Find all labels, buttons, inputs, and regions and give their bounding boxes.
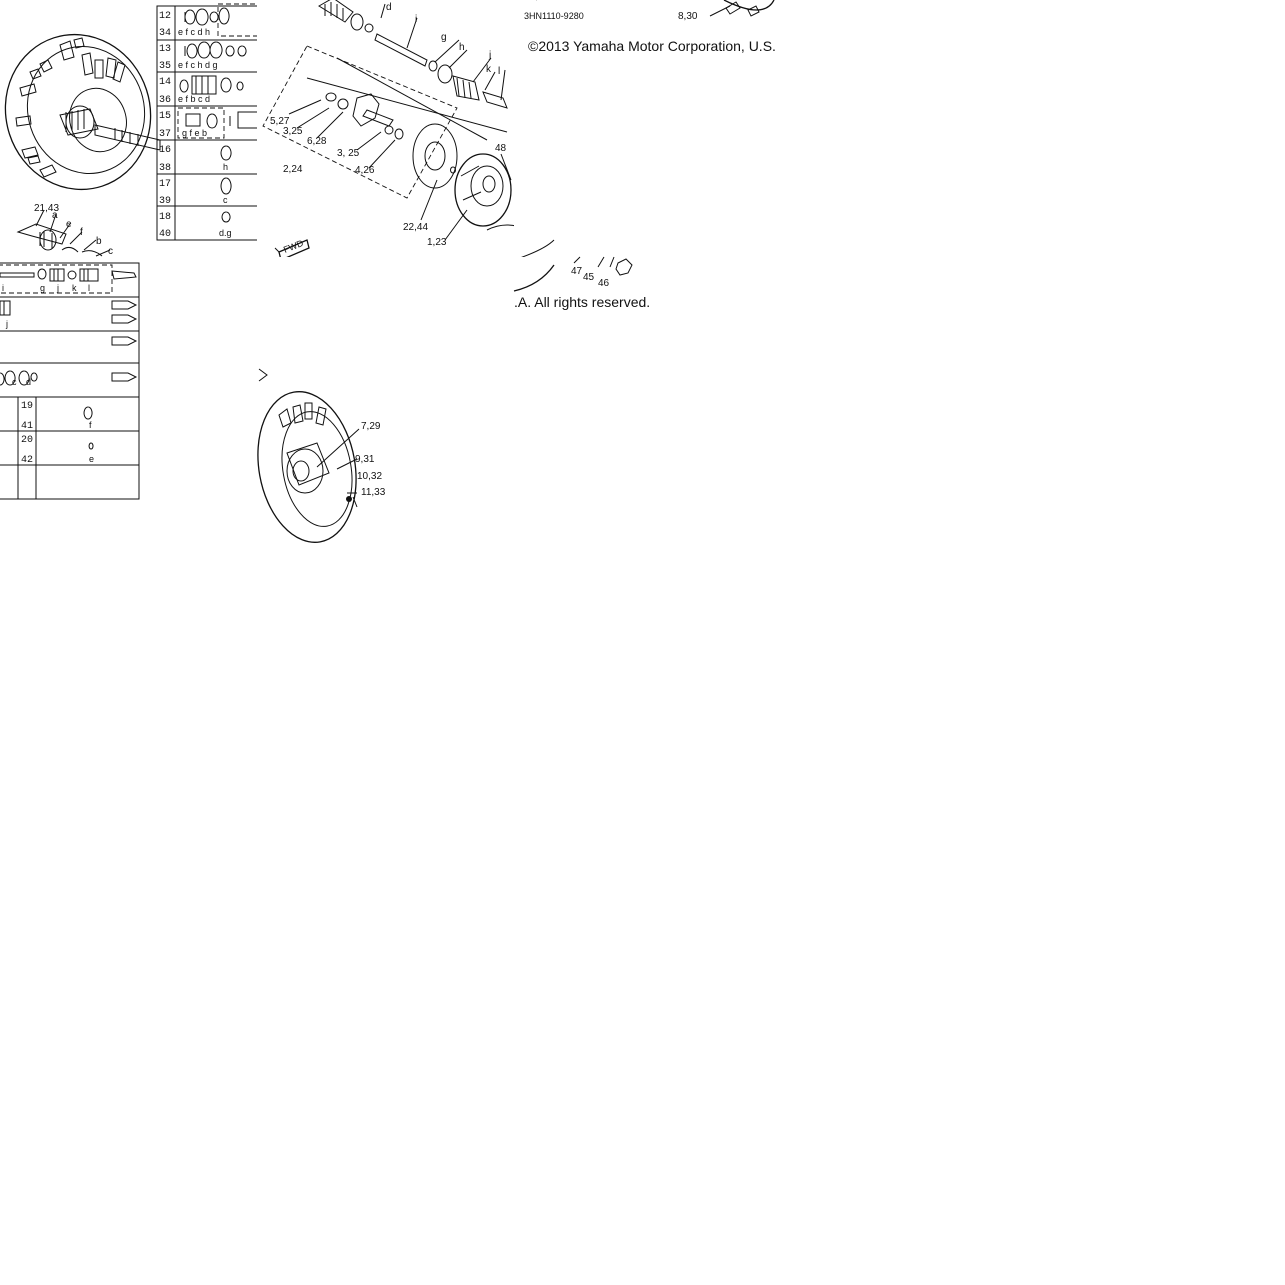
- knuckle-group-outline: [262, 45, 458, 199]
- diagram-tile-shaft-table: i g j k l j c d 19 41 f 20 42 e: [0, 257, 257, 514]
- table-row-num: 20: [21, 435, 33, 446]
- table-row-letters: d.g: [219, 228, 232, 238]
- diagram-tile-wheel-left: 21,43 a e f b c 12 34 e f: [0, 0, 278, 257]
- callout-c: c: [108, 246, 113, 257]
- callout-k: k: [486, 64, 492, 75]
- callout-a: a: [52, 210, 58, 221]
- callout-g: g: [441, 32, 447, 43]
- table-row-alt: 40: [159, 229, 171, 240]
- axle-joint-drawing: [16, 209, 111, 257]
- callout-d: d: [386, 2, 392, 13]
- shaft-letter-c: c: [12, 377, 17, 387]
- table-row-letters: h: [223, 162, 228, 172]
- shaft-letter-l: l: [88, 283, 90, 293]
- nut-drawing: [513, 256, 633, 292]
- table-row-letters: c: [223, 195, 228, 205]
- knuckle-drawing: [288, 92, 404, 169]
- callout-45: 45: [583, 272, 595, 283]
- callout-e: e: [66, 219, 72, 230]
- table-row-letters: g f e b: [182, 128, 207, 138]
- callout-1-23: 1,23: [427, 237, 447, 248]
- fwd-label: FWD: [282, 238, 305, 255]
- table-row-num: 14: [159, 77, 171, 88]
- callout-4-26: 4,26: [355, 165, 375, 176]
- table-row-num: 16: [159, 145, 171, 156]
- diagram-tile-bottom-wheel: 7,29 9,31 10,32 11,33: [257, 257, 514, 543]
- table-row-num: 19: [21, 401, 33, 412]
- callout-3-25b: 3, 25: [337, 148, 360, 159]
- hub-drawing: [420, 153, 528, 241]
- callout-9-31: 9,31: [355, 454, 375, 465]
- diagram-tile-top-right: 3HN1110-9280 8,30 ©2013 Yamaha Motor Cor…: [513, 0, 776, 261]
- callout-46: 46: [598, 278, 610, 289]
- table-row-alt: 39: [159, 196, 171, 207]
- table-row-num: 12: [159, 11, 171, 22]
- callout-47: 47: [571, 266, 583, 277]
- table-row-num: 15: [159, 111, 171, 122]
- copyright-text-head: ©2013 Yamaha Motor Corporation, U.S.: [528, 38, 776, 54]
- callout-i: i: [415, 14, 417, 25]
- table-row-letters: e f b c d: [178, 94, 210, 104]
- rear-wheel-drawing: [257, 391, 360, 543]
- boot-and-shaft-drawing: [318, 0, 508, 109]
- copyright-text-tail: .A. All rights reserved.: [514, 294, 651, 310]
- callout-21-43: 21,43: [34, 203, 59, 214]
- shaft-letter-k: k: [72, 283, 77, 293]
- table-row-num: 18: [159, 212, 171, 223]
- table-row-alt: 36: [159, 95, 171, 106]
- table-row-letters: e f c h d g: [178, 60, 218, 70]
- callout-l: l: [498, 66, 500, 77]
- table-row-num: 17: [159, 179, 171, 190]
- table-row-alt: 38: [159, 163, 171, 174]
- table-row-letters: f: [89, 420, 92, 430]
- callout-h: h: [459, 42, 465, 53]
- table-row-letters: e f c d h: [178, 27, 210, 37]
- brake-disc-drawing: [412, 123, 458, 189]
- diagram-tile-hub-exploded: FWD d i g h j k l 5,27 3,25 6,28 3, 25 4…: [257, 0, 528, 261]
- callout-6-28: 6,28: [307, 136, 327, 147]
- part-code-label: 3HN1110-9280: [524, 11, 584, 21]
- callout-5-27: 5,27: [270, 116, 290, 127]
- table-row-alt: 34: [159, 28, 171, 39]
- callout-10-32: 10,32: [357, 471, 382, 482]
- callout-48: 48: [495, 143, 507, 154]
- callout-f: f: [80, 227, 83, 238]
- callout-3-25: 3,25: [283, 126, 303, 137]
- callout-22-44: 22,44: [403, 222, 428, 233]
- shaft-letter-g: g: [40, 283, 45, 293]
- shaft-letter-i: i: [2, 283, 4, 293]
- table-row-alt: 35: [159, 61, 171, 72]
- callout-2-24: 2,24: [283, 164, 303, 175]
- arrow-mark: [258, 368, 268, 382]
- shaft-letter-j: j: [56, 283, 59, 293]
- shaft-letter-j2: j: [5, 319, 8, 329]
- callout-j: j: [488, 50, 491, 61]
- table-row-letters: e: [89, 454, 94, 464]
- callout-11-33: 11,33: [361, 487, 386, 498]
- parts-table-left: [0, 262, 140, 500]
- table-row-alt: 41: [21, 421, 33, 432]
- diagram-tile-nut-detail: 47 45 46 .A. All rights reserved.: [513, 256, 771, 514]
- callout-8-30: 8,30: [678, 11, 698, 22]
- table-row-alt: 42: [21, 455, 33, 466]
- wheel-edge-drawing: [513, 0, 775, 261]
- table-row-alt: 37: [159, 129, 171, 140]
- callout-7-29: 7,29: [361, 421, 381, 432]
- callout-b: b: [96, 236, 102, 247]
- shaft-letter-d: d: [26, 377, 31, 387]
- wheel-tire-drawing: [4, 33, 161, 191]
- table-row-num: 13: [159, 44, 171, 55]
